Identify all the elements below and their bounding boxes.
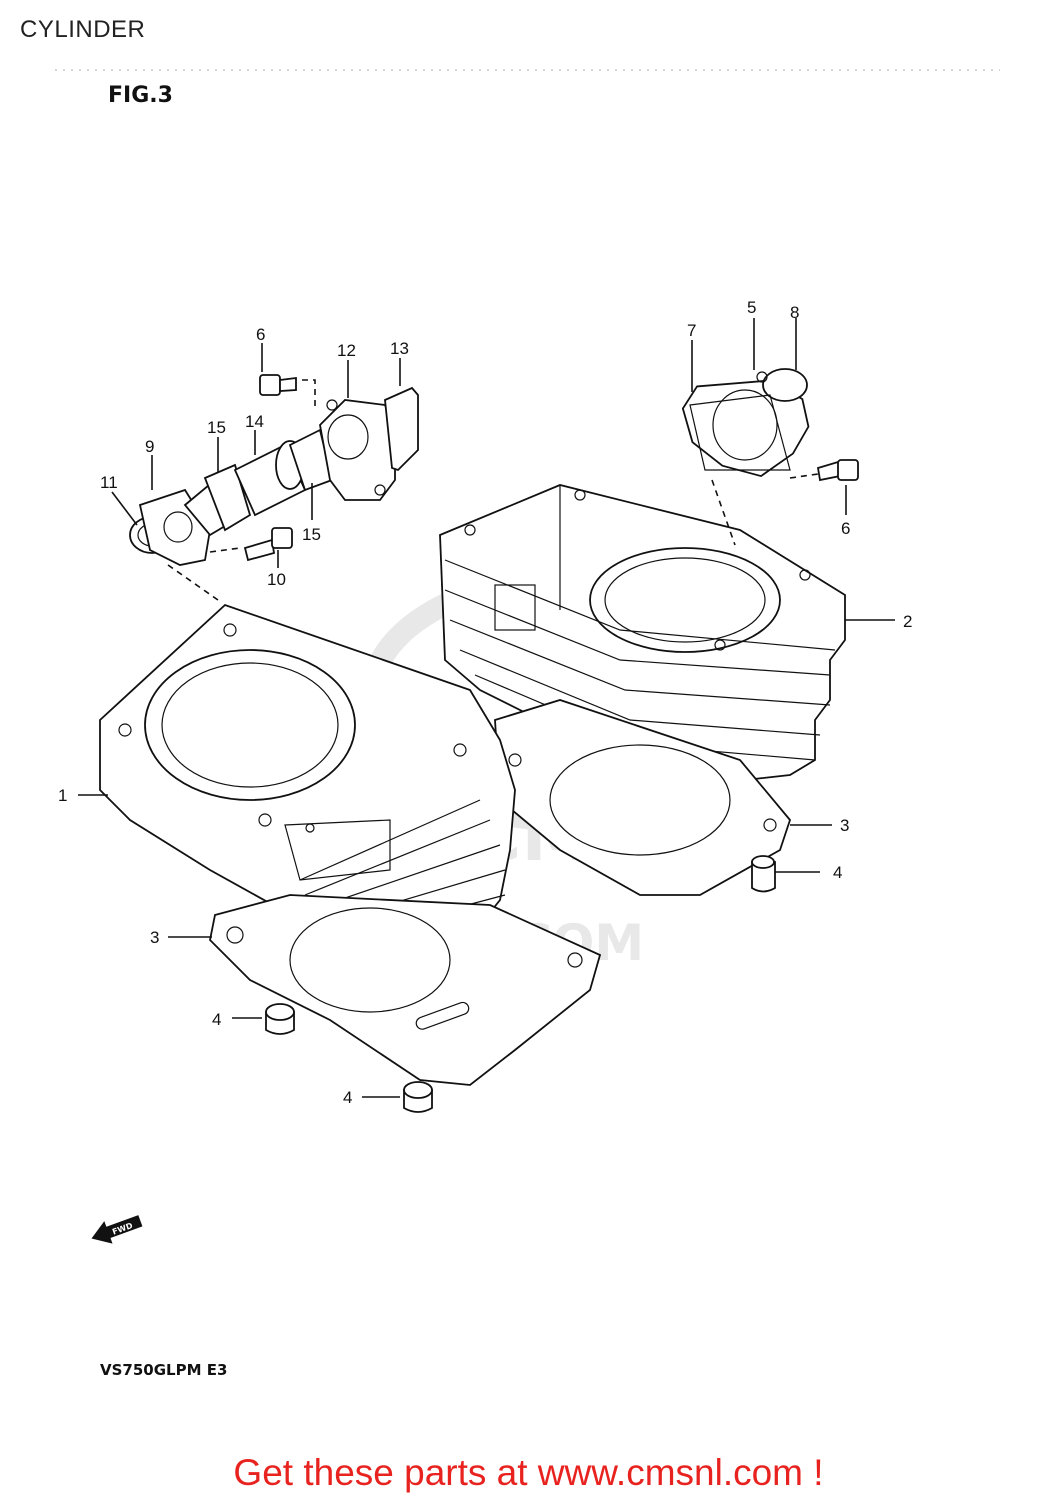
fwd-arrow-text: FWD bbox=[111, 1221, 134, 1237]
dowel-pin-3 bbox=[403, 1081, 433, 1113]
callout-4b: 4 bbox=[212, 1010, 221, 1029]
model-code: VS750GLPM E3 bbox=[100, 1361, 227, 1379]
callout-5: 5 bbox=[747, 298, 756, 317]
leader-lines bbox=[78, 318, 895, 1098]
front-cylinder bbox=[99, 603, 516, 966]
callouts: 1 2 3 3 4 4 4 5 6 6 7 8 9 10 11 12 13 14… bbox=[58, 298, 912, 1107]
callout-15b: 15 bbox=[302, 525, 321, 544]
callout-7: 7 bbox=[687, 321, 696, 340]
callout-1: 1 bbox=[58, 786, 67, 805]
dowel-pin-1 bbox=[751, 855, 776, 893]
front-base-gasket bbox=[209, 894, 602, 1086]
callout-4c: 4 bbox=[343, 1088, 352, 1107]
callout-3b: 3 bbox=[840, 816, 849, 835]
front-intake-assembly bbox=[129, 386, 419, 566]
fwd-arrow-icon: FWD bbox=[91, 1215, 143, 1244]
callout-12: 12 bbox=[337, 341, 356, 360]
callout-10: 10 bbox=[267, 570, 286, 589]
callout-11: 11 bbox=[100, 473, 118, 492]
leader-dashes-right bbox=[711, 473, 819, 546]
figure-label: FIG.3 bbox=[108, 83, 173, 108]
callout-9: 9 bbox=[145, 437, 154, 456]
page-title: CYLINDER bbox=[20, 16, 146, 43]
buy-parts-link[interactable]: Get these parts at www.cmsnl.com ! bbox=[233, 1452, 824, 1493]
callout-6b: 6 bbox=[841, 519, 850, 538]
callout-6a: 6 bbox=[256, 325, 265, 344]
leader-dashes-left bbox=[167, 379, 316, 601]
callout-13: 13 bbox=[390, 339, 409, 358]
callout-2: 2 bbox=[903, 612, 912, 631]
callout-15a: 15 bbox=[207, 418, 226, 437]
bolt-10 bbox=[243, 527, 293, 562]
callout-3a: 3 bbox=[150, 928, 159, 947]
callout-8: 8 bbox=[790, 303, 799, 322]
dowel-pin-2 bbox=[265, 1003, 295, 1035]
callout-14: 14 bbox=[245, 412, 264, 431]
rear-intake-pipe bbox=[681, 368, 810, 478]
rear-base-gasket bbox=[494, 699, 792, 896]
callout-4a: 4 bbox=[833, 863, 842, 882]
bolt-6-left bbox=[259, 374, 297, 396]
bolt-6-right bbox=[816, 459, 859, 482]
